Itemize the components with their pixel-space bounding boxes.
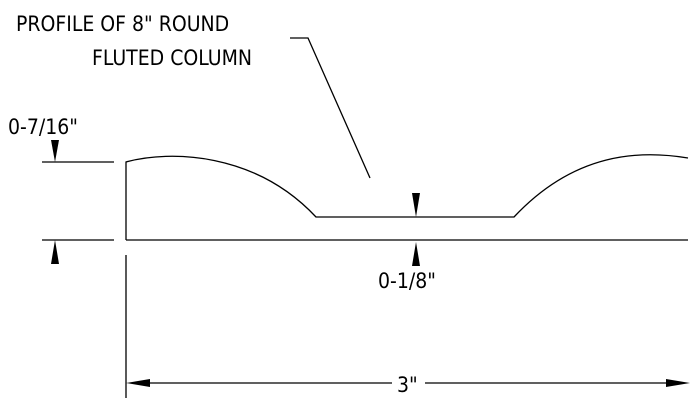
width-arrow-left: [126, 379, 150, 387]
fillet-depth-label: 0-1/8": [378, 269, 436, 293]
fluted-profile-outline: [125, 154, 689, 240]
title-line-2: FLUTED COLUMN: [92, 46, 252, 70]
fillet-depth-arrow-up: [412, 242, 420, 266]
flute-depth-arrow-up: [51, 240, 59, 264]
flute-depth-label: 0-7/16": [8, 115, 78, 139]
title-line-1: PROFILE OF 8" ROUND: [16, 12, 229, 36]
width-label: 3": [397, 373, 418, 397]
width-arrow-right: [666, 379, 690, 387]
flute-depth-arrow-down: [51, 140, 59, 162]
fillet-depth-arrow-down: [412, 193, 420, 217]
callout-leader-line: [290, 37, 371, 179]
